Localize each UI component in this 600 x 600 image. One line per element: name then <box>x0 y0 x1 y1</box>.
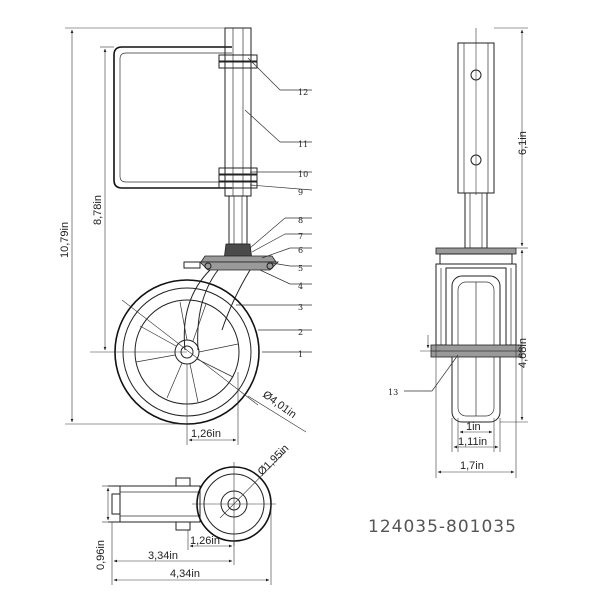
dim-top-height: 0,96in <box>95 485 112 570</box>
dim-top-offset-label: 1,26in <box>190 535 220 547</box>
callout-10: 10 <box>298 170 308 179</box>
dim-side-offset-label: 1,26in <box>191 428 221 440</box>
side-view: 12 11 10 9 8 7 6 5 4 3 2 1 10,79in 8,78i… <box>59 27 313 445</box>
callout-2: 2 <box>298 328 303 337</box>
top-body <box>108 477 201 531</box>
dim-wheel-diameter: Ø4,01in <box>121 299 307 433</box>
mount-plate <box>457 28 495 195</box>
dim-side-offset: 1,26in <box>186 364 239 445</box>
callout-8: 8 <box>298 216 303 225</box>
callout-3: 3 <box>298 303 303 312</box>
dim-top-length-2-label: 4,34in <box>170 568 200 580</box>
dim-front-width-3-label: 1,7in <box>460 460 484 472</box>
dim-total-height: 10,79in <box>59 27 225 425</box>
side-callout-leaders <box>236 57 313 353</box>
dim-wheel-diameter-label: Ø4,01in <box>260 389 298 421</box>
dim-front-upper: 6,1in <box>494 27 529 249</box>
part-number: 124035-801035 <box>368 517 517 537</box>
dim-front-width-1-label: 1in <box>466 421 481 433</box>
callout-9: 9 <box>298 188 303 197</box>
front-view: 13 6,1in 4,68in 1in 1,11in <box>388 27 529 478</box>
upper-tube <box>218 27 258 197</box>
dim-top-hub: Ø1,95in <box>219 442 292 519</box>
dim-handle-height: 8,78in <box>90 46 187 353</box>
callout-11: 11 <box>298 140 308 149</box>
callout-13: 13 <box>388 388 398 397</box>
front-swivel <box>435 247 517 265</box>
callout-5: 5 <box>298 264 303 273</box>
swivel-assembly <box>183 243 279 271</box>
dim-top-height-label: 0,96in <box>95 540 107 570</box>
dim-front-upper-label: 6,1in <box>517 131 529 155</box>
callout-4: 4 <box>298 282 303 291</box>
side-callout-labels: 12 11 10 9 8 7 6 5 4 3 2 1 <box>298 88 308 359</box>
callout-7: 7 <box>298 232 303 241</box>
handle <box>113 46 232 189</box>
dim-total-height-label: 10,79in <box>59 222 71 258</box>
callout-13-leader: 13 <box>388 335 459 397</box>
top-view: Ø1,95in 0,96in 1,26in 3,34in 4,34in <box>95 442 291 585</box>
callout-1: 1 <box>298 350 303 359</box>
dim-top-length-1-label: 3,34in <box>148 550 178 562</box>
dim-front-widths: 1in 1,11in 1,7in <box>435 345 517 478</box>
dim-top-hub-label: Ø1,95in <box>256 442 292 478</box>
callout-6: 6 <box>298 246 303 255</box>
dim-handle-height-label: 8,78in <box>92 195 104 225</box>
dim-top-lengths: 1,26in 3,34in 4,34in <box>111 504 272 585</box>
dim-front-lower: 4,68in <box>500 249 529 423</box>
dim-front-lower-label: 4,68in <box>517 338 529 368</box>
dim-front-width-2-label: 1,11in <box>458 436 487 448</box>
lower-stem <box>228 195 248 245</box>
front-axle <box>430 344 522 358</box>
front-stem <box>464 192 488 249</box>
callout-12: 12 <box>298 88 308 97</box>
